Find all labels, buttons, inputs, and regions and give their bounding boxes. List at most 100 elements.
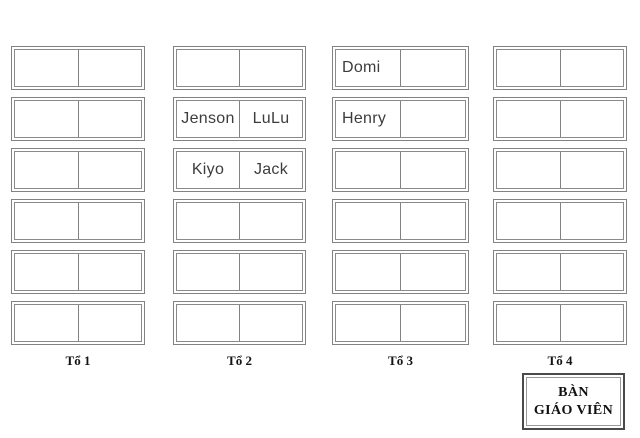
desk — [11, 301, 145, 345]
desk — [173, 250, 306, 294]
seat — [497, 50, 560, 86]
desk: Kiyo Jack — [173, 148, 306, 192]
seat — [400, 101, 465, 137]
desk — [173, 199, 306, 243]
seat — [239, 50, 302, 86]
desk — [11, 250, 145, 294]
seat-domi: Domi — [342, 59, 381, 76]
desk — [11, 148, 145, 192]
seating-group-1: Tổ 1 — [11, 46, 145, 369]
seat — [239, 203, 302, 239]
seat — [559, 203, 624, 239]
desk-surface — [335, 151, 466, 189]
desk — [493, 301, 627, 345]
seat — [497, 152, 560, 188]
desk — [332, 199, 469, 243]
seat — [77, 152, 142, 188]
seat — [336, 203, 400, 239]
desk — [493, 199, 627, 243]
seat — [77, 101, 142, 137]
seat — [77, 203, 142, 239]
seat — [239, 305, 302, 341]
desk-stack — [493, 46, 627, 345]
desk-surface — [14, 100, 142, 138]
seat-jack: Jack — [239, 152, 302, 188]
seat — [400, 254, 465, 290]
seat — [15, 203, 78, 239]
desk-surface — [335, 202, 466, 240]
desk — [11, 199, 145, 243]
desk — [493, 97, 627, 141]
desk-surface — [176, 304, 303, 342]
desk-surface: Kiyo Jack — [176, 151, 303, 189]
seat — [497, 305, 560, 341]
desk-surface — [496, 202, 624, 240]
seat — [400, 152, 465, 188]
desk-surface — [176, 49, 303, 87]
group-label: Tổ 2 — [227, 353, 252, 368]
teacher-desk: BÀN GIÁO VIÊN — [522, 373, 625, 430]
seat — [177, 203, 239, 239]
desk — [11, 97, 145, 141]
desk — [332, 148, 469, 192]
desk-surface — [14, 253, 142, 291]
seat — [336, 152, 400, 188]
desk-surface — [335, 253, 466, 291]
desk-surface — [496, 49, 624, 87]
seat — [559, 305, 624, 341]
seat — [400, 203, 465, 239]
desk-surface — [14, 304, 142, 342]
desk — [173, 301, 306, 345]
seat — [336, 254, 400, 290]
teacher-desk-label: BÀN GIÁO VIÊN — [526, 377, 621, 426]
seat-kiyo: Kiyo — [191, 161, 225, 178]
desk — [173, 46, 306, 90]
desk-surface: Henry — [335, 100, 466, 138]
seat — [15, 152, 78, 188]
seat — [497, 203, 560, 239]
desk: Domi — [332, 46, 469, 90]
seat-jenson: Jenson — [181, 110, 235, 127]
seat — [239, 254, 302, 290]
seat — [15, 305, 78, 341]
seat — [559, 50, 624, 86]
desk-stack — [11, 46, 145, 345]
seat — [177, 254, 239, 290]
desk — [493, 46, 627, 90]
desk-surface: Domi — [335, 49, 466, 87]
teacher-desk-label-line1: BÀN — [558, 385, 589, 400]
seat — [177, 50, 239, 86]
desk-surface — [14, 202, 142, 240]
seat — [497, 101, 560, 137]
group-label: Tổ 4 — [547, 353, 573, 368]
desk — [332, 250, 469, 294]
seat — [497, 254, 560, 290]
teacher-desk-label-line2: GIÁO VIÊN — [533, 402, 614, 418]
seat — [77, 50, 142, 86]
seat — [336, 305, 400, 341]
seat — [559, 101, 624, 137]
seat — [77, 254, 142, 290]
seat — [559, 152, 624, 188]
desk — [493, 148, 627, 192]
desk-surface — [496, 304, 624, 342]
desk — [332, 301, 469, 345]
desk-surface — [496, 151, 624, 189]
desk-surface — [14, 49, 142, 87]
desk — [11, 46, 145, 90]
group-label: Tổ 3 — [388, 353, 413, 368]
seat — [400, 305, 465, 341]
seating-group-4: Tổ 4 — [493, 46, 627, 369]
seat — [177, 305, 239, 341]
desk-surface — [14, 151, 142, 189]
seat — [15, 50, 78, 86]
desk: Henry — [332, 97, 469, 141]
seat — [15, 101, 78, 137]
desk-surface — [176, 253, 303, 291]
